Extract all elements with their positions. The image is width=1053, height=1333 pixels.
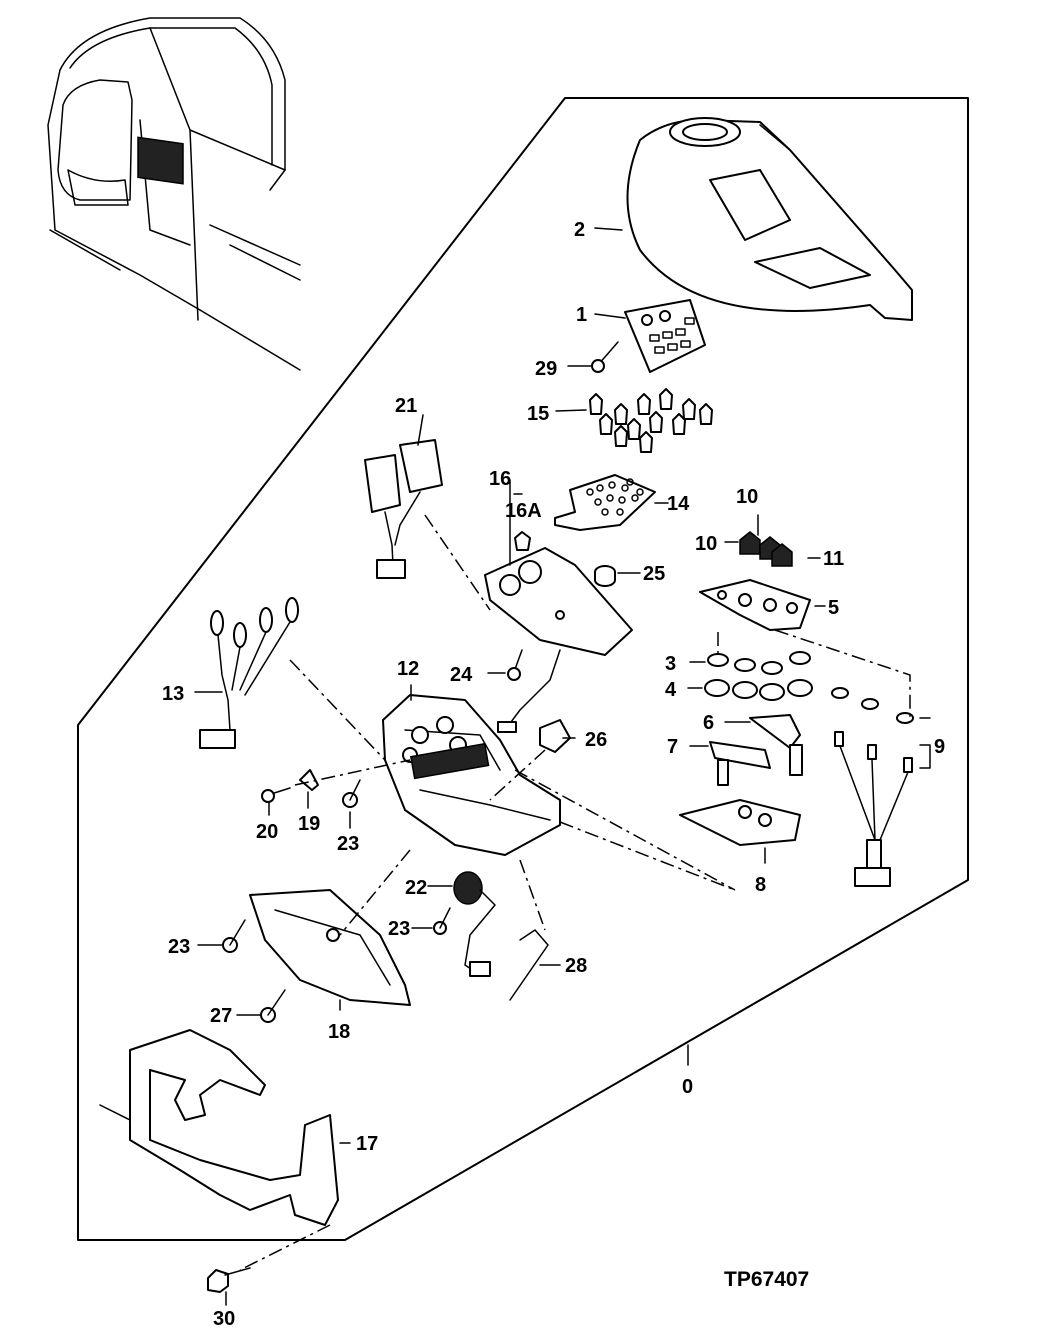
part-19-clip [299, 769, 319, 791]
callout-16: 16 [489, 468, 511, 490]
callout-28: 28 [565, 955, 587, 977]
callout-27: 27 [210, 1005, 232, 1027]
part-21-connector-harness [364, 439, 443, 579]
callout-10-top: 10 [736, 486, 758, 508]
part-6-bracket [749, 714, 803, 776]
callout-10-left: 10 [695, 533, 717, 555]
callout-5: 5 [828, 597, 839, 619]
part-4-grommet-set [704, 679, 813, 701]
callout-3: 3 [665, 653, 676, 675]
callout-13: 13 [162, 683, 184, 705]
callout-14: 14 [667, 493, 690, 515]
callout-1: 1 [576, 304, 587, 326]
callout-8: 8 [755, 874, 766, 896]
callout-23-left: 23 [168, 936, 190, 958]
part-13-bulb-harness [199, 597, 299, 749]
part-20-screw [261, 787, 291, 803]
kit-boundary-outline [77, 97, 969, 1241]
callout-11: 11 [823, 548, 844, 570]
part-26-relay [539, 719, 571, 753]
callout-12: 12 [397, 658, 419, 680]
callout-21: 21 [395, 395, 417, 417]
callout-29: 29 [535, 358, 557, 380]
part-22-buzzer [453, 871, 496, 977]
part-8-switch-plate [679, 799, 801, 846]
callout-17: 17 [356, 1133, 378, 1155]
callout-20: 20 [256, 821, 278, 843]
callout-2: 2 [574, 219, 585, 241]
part-16-control-board [484, 547, 633, 656]
callout-25: 25 [643, 563, 665, 585]
part-25-cap [594, 565, 616, 587]
callout-9: 9 [934, 736, 945, 758]
part-23-screw-upper [342, 779, 361, 808]
callout-16a: 16A [505, 500, 542, 522]
callout-7: 7 [667, 736, 678, 758]
part-24-screw [507, 649, 523, 681]
callout-26: 26 [585, 729, 607, 751]
part-1-switch-panel [624, 299, 706, 373]
callout-23-right: 23 [388, 918, 410, 940]
part-18-cover-plate [249, 889, 411, 1006]
part-2-console-cover [626, 117, 913, 321]
part-14-membrane-sheet [554, 474, 656, 531]
callout-19: 19 [298, 813, 320, 835]
callout-4: 4 [665, 679, 677, 701]
part-12-main-housing [382, 694, 561, 856]
part-30-bolt [207, 1267, 251, 1293]
part-3-grommet-set [707, 651, 811, 675]
callout-22: 22 [405, 877, 427, 899]
callout-0: 0 [682, 1076, 693, 1098]
callout-15: 15 [527, 403, 549, 425]
part-9-lamp-harness [831, 687, 914, 887]
board-harness-plug [497, 721, 517, 733]
figure-code: TP67407 [724, 1268, 809, 1291]
callout-30: 30 [213, 1308, 235, 1330]
part-16a-fastener [514, 531, 531, 551]
part-23-screw-lower-right [433, 907, 451, 935]
part-15-knob-set [589, 388, 713, 453]
part-11-knob [771, 543, 793, 567]
part-5-knob-plate [699, 579, 811, 631]
cab-location-thumbnail [47, 17, 301, 371]
callout-24: 24 [450, 664, 473, 686]
callout-18: 18 [328, 1021, 350, 1043]
part-17-mounting-bracket [99, 1029, 339, 1226]
callout-6: 6 [703, 712, 714, 734]
callout-23-upper: 23 [337, 833, 359, 855]
part-23-screw-left [222, 919, 246, 953]
part-29-screw [591, 341, 619, 373]
board-harness-wire [504, 649, 561, 731]
part-28-cable-tie [509, 929, 549, 1001]
leader-lines [194, 227, 931, 1306]
part-7-bracket [709, 741, 771, 786]
part-27-screw [260, 989, 286, 1023]
callout-labels: 2 1 29 15 21 16 16A 14 10 10 11 25 5 3 4… [162, 219, 945, 1330]
